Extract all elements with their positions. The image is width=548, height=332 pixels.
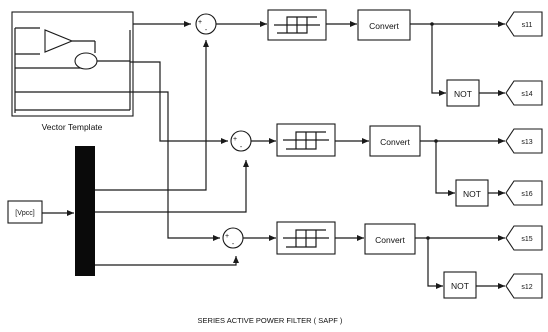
not-label: NOT: [463, 189, 481, 199]
sum-block-3[interactable]: + -: [222, 227, 244, 249]
gain-triangle-icon: [44, 29, 74, 53]
mux-bar[interactable]: [75, 146, 95, 276]
goto-label-s16: s16: [521, 191, 532, 198]
function-ellipse-icon: [74, 52, 98, 70]
vpcc-from-tag[interactable]: [Vpcc]: [7, 200, 43, 224]
convert-block-3[interactable]: Convert: [364, 223, 416, 255]
vpcc-label: [Vpcc]: [15, 210, 35, 217]
convert-label: Convert: [369, 21, 399, 31]
sum-block-1[interactable]: + -: [195, 13, 217, 35]
sum-sign-minus: -: [240, 144, 243, 151]
goto-s11[interactable]: s11: [505, 11, 543, 37]
goto-s16[interactable]: s16: [505, 180, 543, 206]
goto-label-s14: s14: [521, 91, 532, 98]
junction-dot: [426, 236, 430, 240]
goto-label-s12: s12: [521, 284, 532, 291]
goto-label-s11: s11: [522, 22, 533, 29]
goto-label-s15: s15: [521, 236, 532, 243]
convert-block-1[interactable]: Convert: [357, 9, 411, 41]
goto-s15[interactable]: s15: [505, 225, 543, 251]
sum-block-2[interactable]: + -: [230, 130, 252, 152]
diagram-caption: SERIES ACTIVE POWER FILTER ( SAPF ): [198, 316, 343, 325]
vector-template-label: Vector Template: [42, 122, 103, 132]
vector-template-block[interactable]: [11, 11, 134, 117]
junction-dot: [434, 139, 438, 143]
convert-label: Convert: [380, 137, 410, 147]
convert-block-2[interactable]: Convert: [369, 125, 421, 157]
hysteresis-relay-3[interactable]: [276, 221, 336, 255]
not-label: NOT: [451, 281, 469, 291]
sum-sign-plus: +: [233, 136, 237, 143]
junction-dot: [430, 22, 434, 26]
hysteresis-relay-1[interactable]: [267, 9, 327, 41]
sum-sign-minus: -: [232, 241, 235, 248]
goto-label-s13: s13: [521, 139, 532, 146]
not-block-2[interactable]: NOT: [455, 179, 489, 207]
not-block-1[interactable]: NOT: [446, 79, 480, 107]
not-block-3[interactable]: NOT: [443, 271, 477, 299]
goto-s13[interactable]: s13: [505, 128, 543, 154]
sum-sign-plus: +: [198, 19, 202, 26]
goto-s12[interactable]: s12: [505, 273, 543, 299]
not-label: NOT: [454, 89, 472, 99]
convert-label: Convert: [375, 235, 405, 245]
sum-sign-plus: +: [225, 233, 229, 240]
goto-s14[interactable]: s14: [505, 80, 543, 106]
sum-sign-minus: -: [205, 27, 208, 34]
hysteresis-relay-2[interactable]: [276, 123, 336, 157]
